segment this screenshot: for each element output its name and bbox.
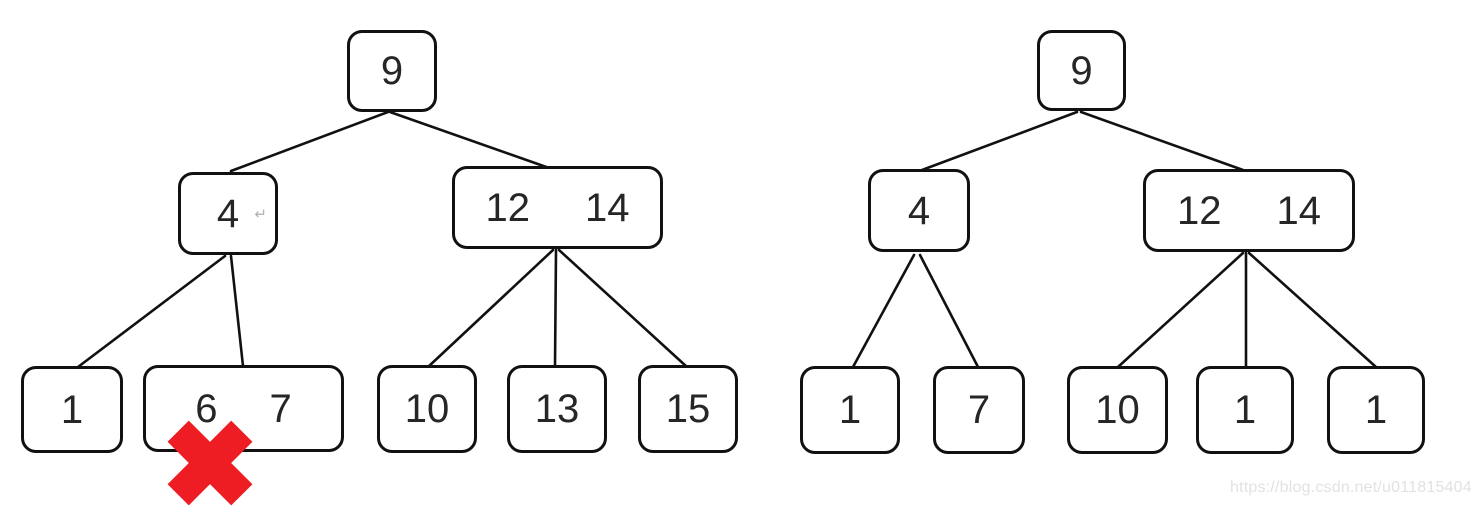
after-node-12-14: 12 14 bbox=[1143, 169, 1355, 252]
tree-edge bbox=[229, 254, 245, 368]
return-glyph: ↵ bbox=[254, 205, 267, 223]
node-key: 14 bbox=[1276, 188, 1322, 233]
before-leaf-13: 13 bbox=[507, 365, 607, 453]
tree-edge bbox=[557, 248, 689, 369]
tree-edge bbox=[553, 248, 558, 369]
node-key: 4 bbox=[216, 191, 240, 236]
tree-edge bbox=[1079, 110, 1245, 172]
tree-edge bbox=[426, 248, 555, 369]
before-node-12-14: 12 14 bbox=[452, 166, 663, 249]
node-key: 7 bbox=[967, 388, 991, 432]
after-tree-root-node: 9 bbox=[1037, 30, 1126, 111]
node-key: 10 bbox=[404, 387, 450, 431]
tree-edge bbox=[918, 253, 980, 369]
node-key: 12 bbox=[1177, 188, 1222, 233]
tree-edge bbox=[1247, 251, 1378, 369]
after-leaf-1b: 1 bbox=[1196, 366, 1294, 454]
node-key: 12 bbox=[485, 185, 531, 230]
node-key: 7 bbox=[269, 386, 292, 431]
tree-edge bbox=[1116, 251, 1245, 369]
after-node-4: 4 bbox=[868, 169, 970, 252]
node-key: 1 bbox=[1364, 388, 1388, 432]
node-key: 6 bbox=[195, 386, 218, 431]
before-leaf-15: 15 bbox=[638, 365, 738, 453]
node-key: 14 bbox=[585, 185, 630, 230]
node-key: 9 bbox=[380, 49, 404, 93]
node-key: 1 bbox=[838, 388, 862, 432]
tree-edge bbox=[229, 110, 390, 173]
node-key: 1 bbox=[1233, 388, 1257, 432]
node-key: 10 bbox=[1095, 388, 1140, 432]
before-node-4: 4 ↵ bbox=[178, 172, 278, 255]
after-leaf-1c: 1 bbox=[1327, 366, 1425, 454]
before-leaf-10: 10 bbox=[377, 365, 477, 453]
after-leaf-10: 10 bbox=[1067, 366, 1168, 454]
before-leaf-1: 1 bbox=[21, 366, 123, 453]
tree-edge bbox=[920, 110, 1079, 172]
node-key: 15 bbox=[665, 387, 711, 431]
node-key: 1 bbox=[60, 387, 84, 432]
before-tree-root-node: 9 bbox=[347, 30, 437, 112]
node-key: 9 bbox=[1070, 48, 1093, 93]
tree-edge bbox=[388, 110, 554, 171]
tree-edge bbox=[851, 253, 916, 369]
delete-x-icon bbox=[167, 420, 253, 506]
node-key: 4 bbox=[907, 188, 931, 233]
after-leaf-1: 1 bbox=[800, 366, 900, 454]
node-key: 13 bbox=[534, 387, 580, 431]
watermark: https://blog.csdn.net/u011815404 bbox=[1230, 479, 1472, 496]
after-leaf-7: 7 bbox=[933, 366, 1025, 454]
tree-edge bbox=[76, 254, 227, 369]
